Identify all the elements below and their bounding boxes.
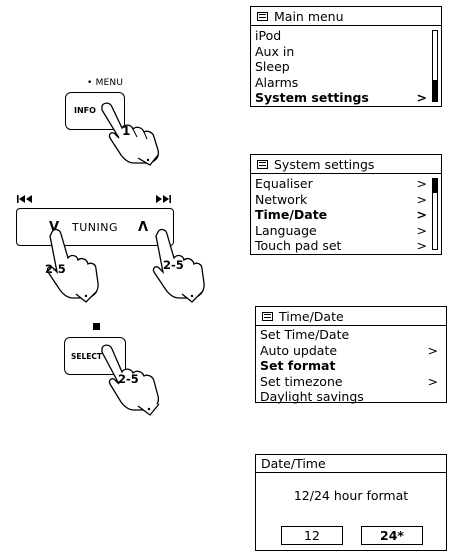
menu-item[interactable]: Set Time/Date [256,327,446,343]
chevron-right-icon: > [428,374,438,390]
system-settings-screen: System settings Equaliser> Network> Time… [250,154,442,255]
chevron-right-icon: > [417,90,427,106]
menu-item[interactable]: Alarms [251,75,441,91]
chevron-right-icon: > [417,207,427,223]
step-number-right: 2-5 [163,258,184,272]
menu-item-selected[interactable]: Set format [256,358,446,374]
format-heading: 12/24 hour format [256,488,446,503]
screen-title: Time/Date [279,309,344,324]
scroll-thumb[interactable] [433,80,437,101]
step-number: 2-5 [118,372,139,386]
scrollbar[interactable] [432,178,438,250]
step-number-left: 2-5 [45,262,66,276]
menu-list: iPod Aux in Sleep Alarms System settings… [251,26,441,106]
menu-item[interactable]: Set timezone> [256,374,446,390]
format-12-option[interactable]: 12 [281,526,343,545]
scrollbar[interactable] [432,30,438,102]
menu-icon [262,312,273,321]
date-time-format-screen: Date/Time 12/24 hour format 12 24* [255,454,447,551]
skip-back-icon [17,195,33,203]
step-number: 1 [122,124,130,138]
menu-list: Equaliser> Network> Time/Date> Language>… [251,174,441,254]
format-24-option[interactable]: 24* [361,526,423,545]
menu-item[interactable]: Aux in [251,44,441,60]
screen-header: System settings [251,155,441,174]
stop-icon [93,323,100,330]
menu-icon [257,160,268,169]
chevron-right-icon: > [417,192,427,208]
menu-item[interactable]: Language> [251,223,441,239]
menu-item[interactable]: Equaliser> [251,176,441,192]
pointing-hand-icon [98,100,168,166]
menu-item-selected[interactable]: Time/Date> [251,207,441,223]
chevron-right-icon: > [417,223,427,239]
menu-item[interactable]: Sleep [251,59,441,75]
chevron-right-icon: > [417,238,427,254]
screen-header: Main menu [251,7,441,26]
scroll-thumb[interactable] [433,179,437,193]
chevron-right-icon: > [417,176,427,192]
menu-item-selected[interactable]: System settings > [251,90,441,106]
menu-list: Set Time/Date Auto update> Set format Se… [256,326,446,405]
menu-item[interactable]: Auto update> [256,343,446,359]
chevron-right-icon: > [428,343,438,359]
screen-title: Main menu [274,9,344,24]
screen-header: Time/Date [256,307,446,326]
menu-icon [257,12,268,21]
menu-item[interactable]: Daylight savings [256,389,446,405]
menu-item[interactable]: Touch pad set> [251,238,441,254]
skip-forward-icon [155,195,171,203]
menu-item[interactable]: Network> [251,192,441,208]
info-button-label: INFO [74,106,96,115]
screen-title: Date/Time [256,455,446,473]
screen-title: System settings [274,157,374,172]
menu-item[interactable]: iPod [251,28,441,44]
main-menu-screen: Main menu iPod Aux in Sleep Alarms Syste… [250,6,442,107]
menu-label: • MENU [87,78,123,88]
time-date-screen: Time/Date Set Time/Date Auto update> Set… [255,306,447,403]
